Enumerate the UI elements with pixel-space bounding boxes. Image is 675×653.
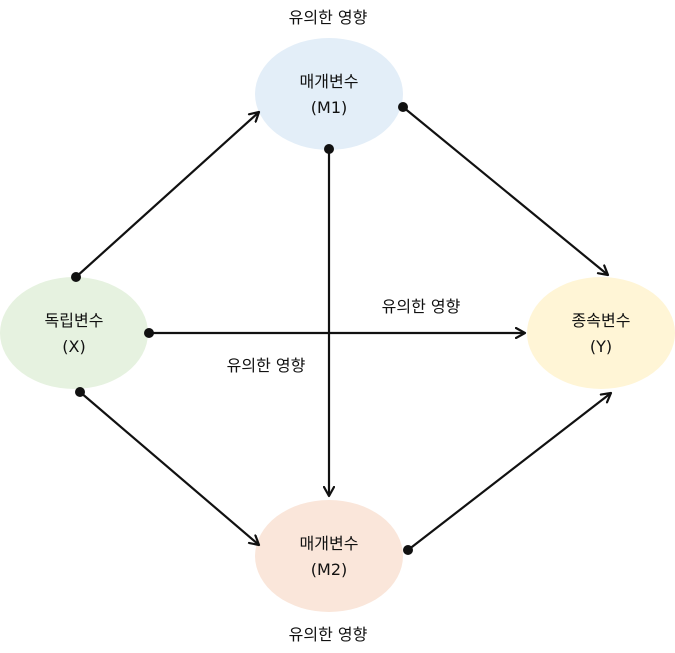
label-top: 유의한 영향: [289, 8, 368, 27]
node-x-sublabel: (X): [62, 337, 85, 356]
node-y: 종속변수 (Y): [527, 277, 675, 389]
node-y-ellipse: [527, 277, 675, 389]
node-m2-sublabel: (M2): [311, 560, 347, 579]
node-x-ellipse: [0, 277, 148, 389]
node-m2-ellipse: [255, 500, 403, 612]
node-y-label: 종속변수: [572, 311, 631, 330]
label-center: 유의한 영향: [227, 356, 306, 375]
edge-x-to-m1: [75, 112, 259, 278]
edge-x-to-m2: [79, 391, 259, 545]
edge-m2-to-y-start-dot: [403, 545, 413, 555]
edge-m1-to-y: [402, 106, 608, 275]
node-m2: 매개변수 (M2): [255, 500, 403, 612]
edge-x-to-y-start-dot: [144, 328, 154, 338]
node-m1: 매개변수 (M1): [255, 38, 403, 150]
node-m2-label: 매개변수: [300, 534, 359, 553]
edge-m1-to-m2-start-dot: [324, 144, 334, 154]
node-m1-label: 매개변수: [300, 72, 359, 91]
node-x-label: 독립변수: [45, 311, 104, 330]
node-m1-ellipse: [255, 38, 403, 150]
node-y-sublabel: (Y): [590, 337, 612, 356]
edge-x-to-m1-start-dot: [71, 272, 81, 282]
node-m1-sublabel: (M1): [311, 98, 347, 117]
edge-m2-to-y: [407, 393, 611, 551]
edge-x-to-m2-start-dot: [75, 387, 85, 397]
label-direct: 유의한 영향: [382, 297, 461, 316]
edge-m1-to-y-start-dot: [398, 102, 408, 112]
label-bottom: 유의한 영향: [289, 625, 368, 644]
node-x: 독립변수 (X): [0, 277, 148, 389]
